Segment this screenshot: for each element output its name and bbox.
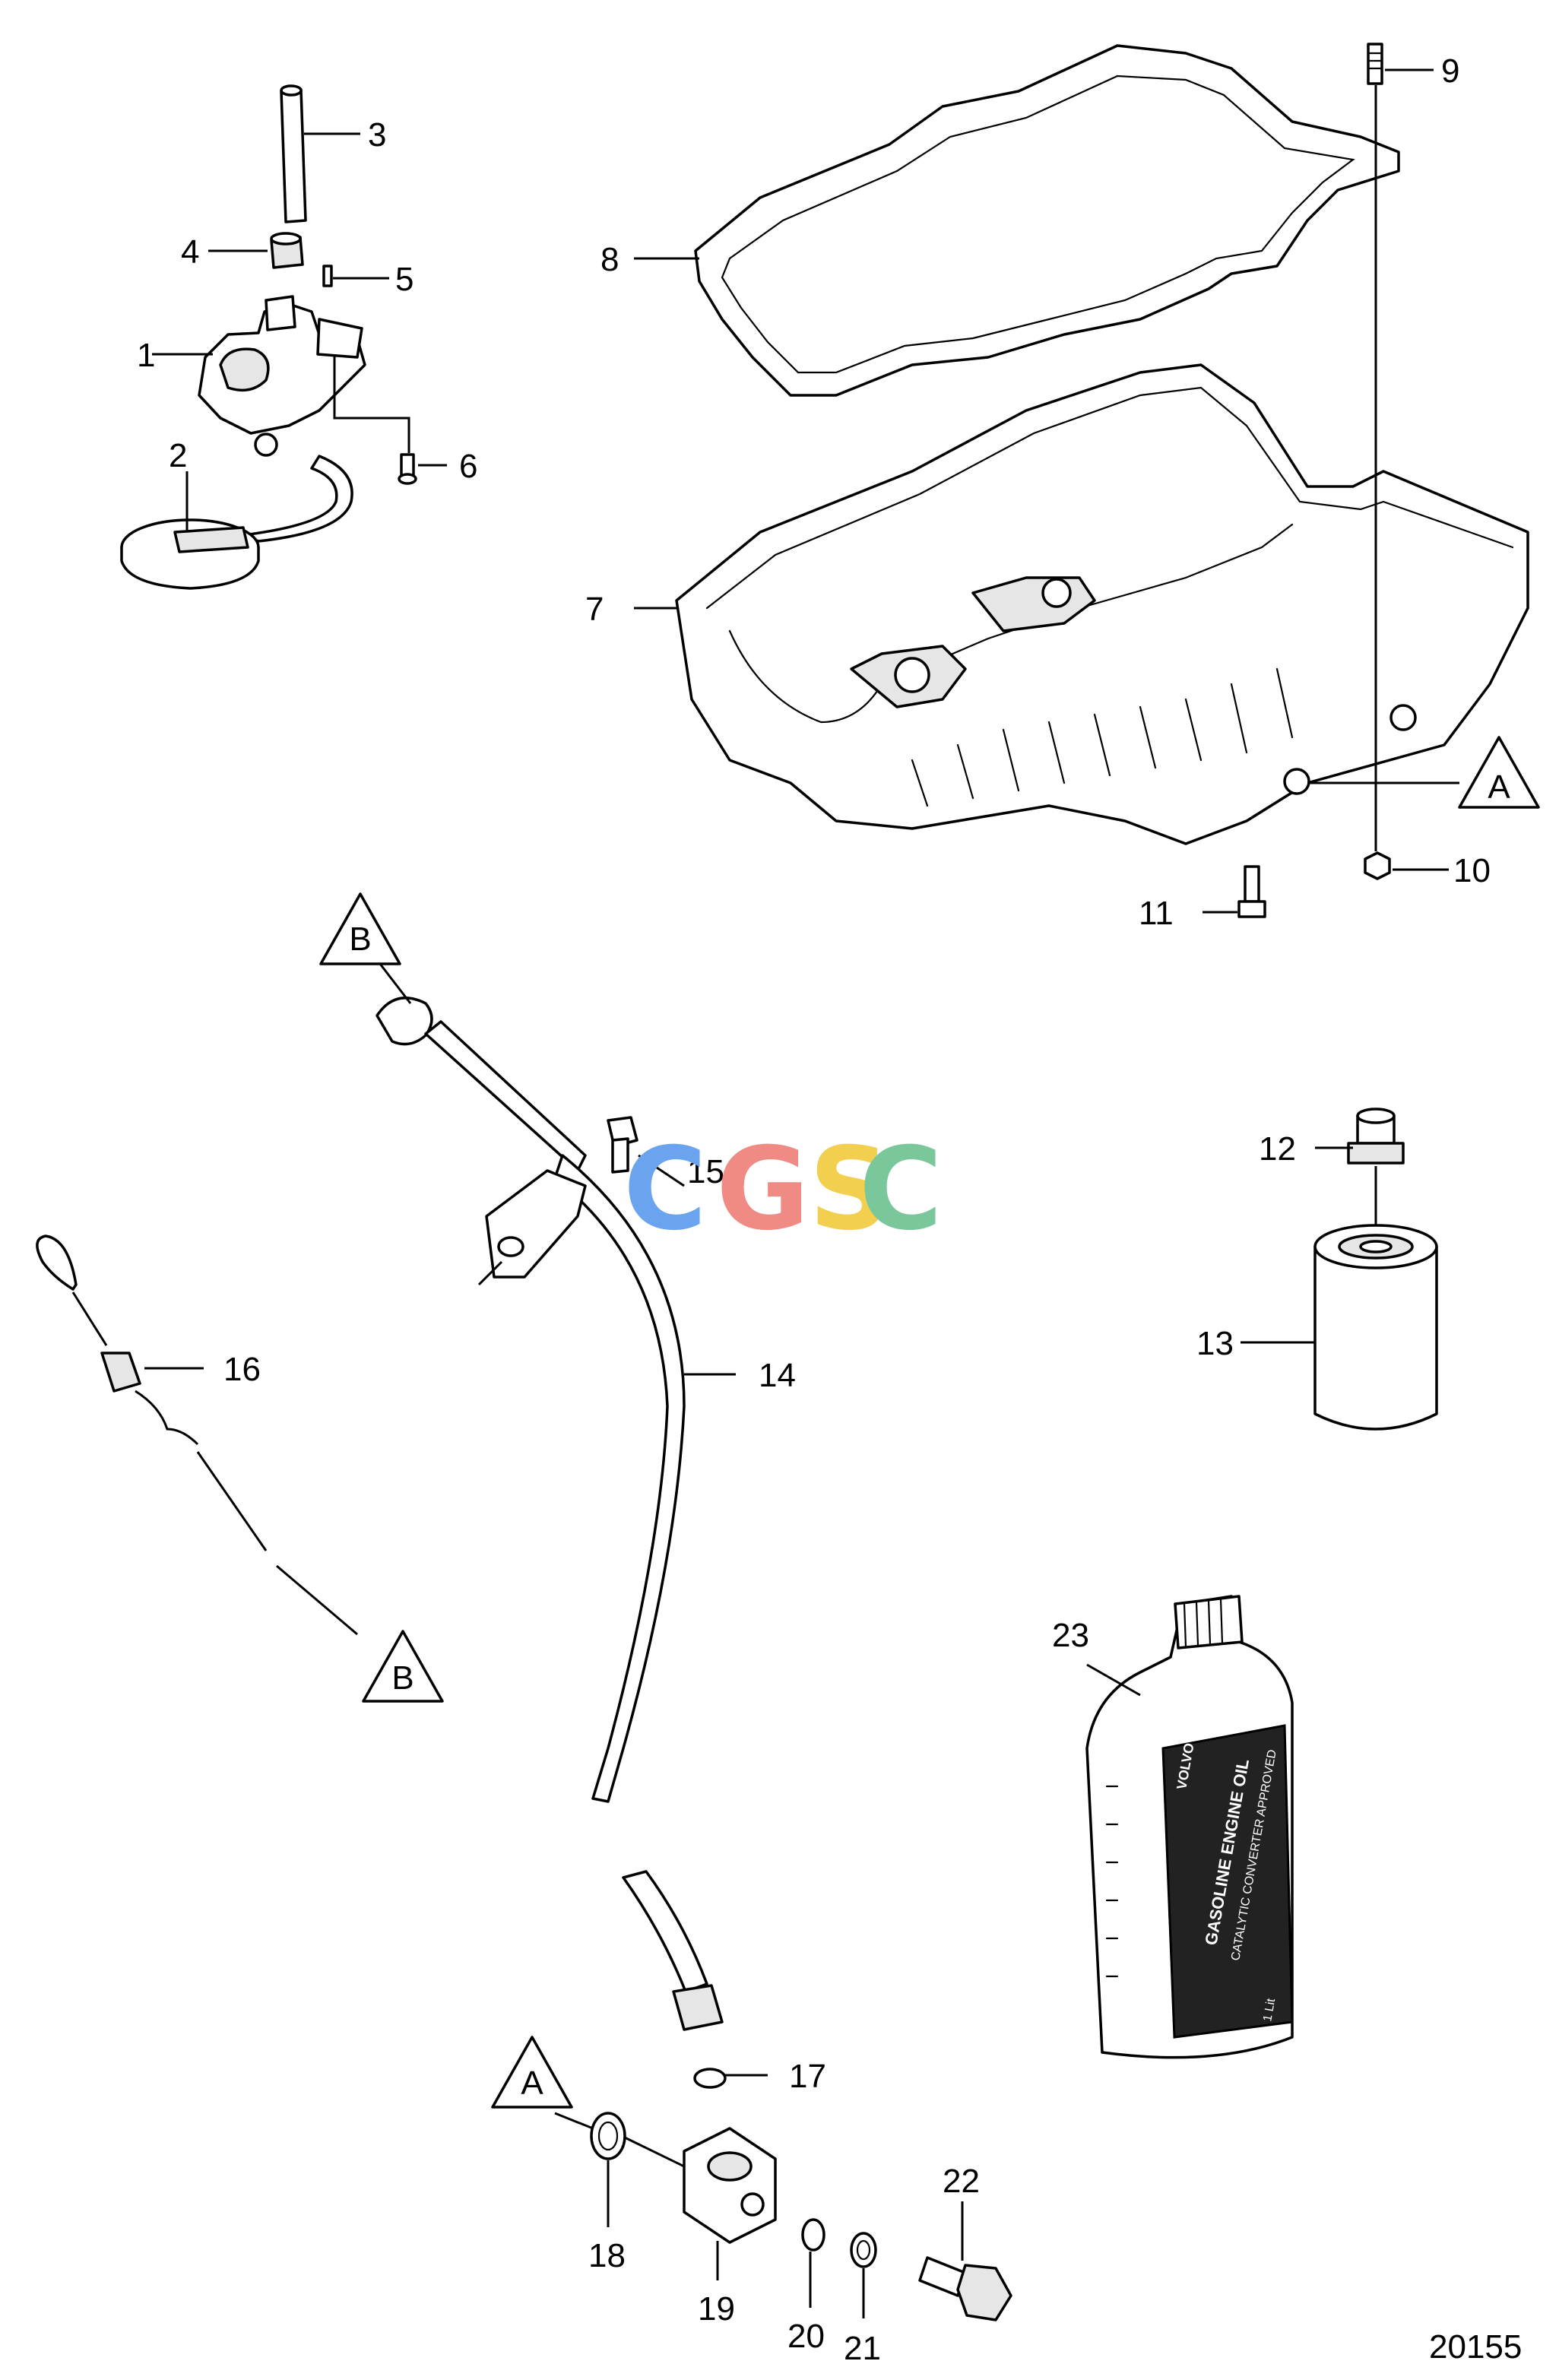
callout-18: 18 — [588, 2237, 626, 2274]
callout-16: 16 — [223, 1351, 261, 1388]
callout-numbers: 1 2 3 4 5 6 7 8 9 10 11 12 13 14 15 16 1… — [137, 52, 1491, 2367]
callout-10: 10 — [1453, 852, 1491, 889]
watermark-letter-1: C — [623, 1123, 707, 1256]
stud-bolt — [1367, 43, 1383, 851]
figure-id: 20155 — [1429, 2328, 1522, 2366]
watermark: C G S C — [623, 1123, 943, 1256]
callout-19: 19 — [698, 2290, 735, 2328]
oil-pump-assembly — [120, 84, 417, 590]
ref-mark-b-tube-label: B — [349, 921, 371, 958]
ref-mark-a-pan-label: A — [1488, 769, 1510, 806]
callout-11: 11 — [1139, 895, 1174, 932]
callout-9: 9 — [1441, 52, 1459, 90]
watermark-letter-3: S — [809, 1123, 891, 1256]
callout-13: 13 — [1196, 1325, 1234, 1362]
callout-4: 4 — [181, 233, 199, 271]
dipstick — [36, 1234, 358, 1636]
oil-pan — [675, 363, 1529, 845]
callout-1: 1 — [137, 337, 155, 374]
ref-mark-a-pan: A — [1307, 736, 1540, 809]
dipstick-tube — [375, 997, 686, 1803]
oil-pan-gasket — [694, 44, 1400, 397]
ref-mark-b-tube: B — [319, 892, 412, 1004]
callout-3: 3 — [368, 116, 386, 154]
callout-20: 20 — [787, 2318, 825, 2355]
nut — [1364, 851, 1391, 880]
ref-mark-a-drain-label: A — [521, 2065, 543, 2102]
callout-14: 14 — [759, 1357, 796, 1394]
callout-22: 22 — [943, 2163, 980, 2200]
callout-2: 2 — [169, 437, 187, 474]
watermark-letter-2: G — [716, 1123, 810, 1256]
callout-15: 15 — [687, 1153, 724, 1190]
oil-bottle: VOLVO PENTA GASOLINE ENGINE OIL CATALYTI… — [1085, 1595, 1294, 2059]
callout-7: 7 — [585, 591, 604, 628]
callout-21: 21 — [844, 2330, 881, 2367]
callout-23: 23 — [1052, 1617, 1089, 1654]
callout-8: 8 — [600, 241, 619, 278]
callout-6: 6 — [459, 448, 477, 485]
oil-filter — [1313, 1224, 1438, 1431]
drain-assembly — [590, 1870, 1012, 2321]
ref-mark-b-dipstick-label: B — [391, 1659, 414, 1697]
callout-17: 17 — [789, 2058, 826, 2095]
pan-screw — [1237, 865, 1266, 918]
ref-mark-b-dipstick: B — [362, 1630, 444, 1703]
watermark-letter-4: C — [859, 1123, 943, 1256]
bottle-volume: 1 Lit — [1261, 1997, 1278, 2022]
ref-mark-a-drain: A — [491, 2036, 685, 2168]
leader-lines — [144, 68, 1449, 2318]
callout-5: 5 — [395, 261, 414, 298]
filter-nipple — [1347, 1108, 1405, 1231]
callout-12: 12 — [1259, 1130, 1296, 1168]
